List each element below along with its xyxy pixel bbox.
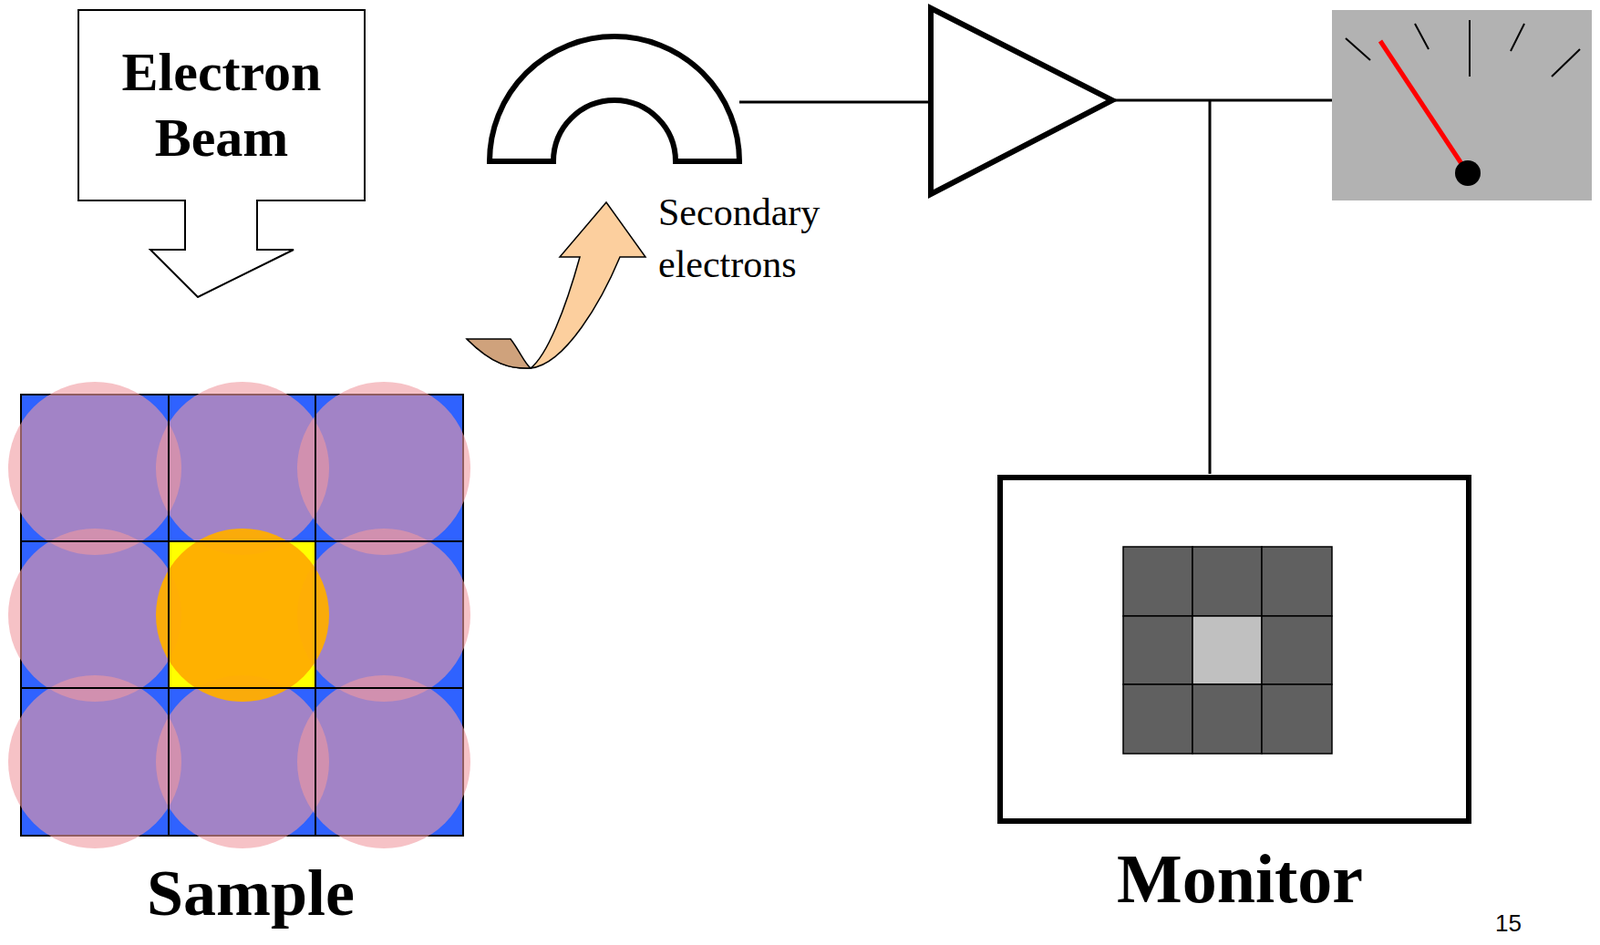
beam-arrow: Electron Beam bbox=[76, 8, 367, 299]
node-text: Monitor bbox=[1116, 837, 1363, 921]
monitor-label: Monitor bbox=[1011, 834, 1468, 926]
sample-grid bbox=[8, 381, 471, 849]
secondary-electron-arrow bbox=[466, 202, 646, 369]
meter bbox=[1331, 10, 1592, 201]
sample-label: Sample bbox=[9, 847, 493, 940]
signal-label: Secondary electrons bbox=[658, 186, 868, 290]
node-text: Electron Beam bbox=[83, 39, 360, 171]
signal-wires bbox=[739, 100, 1332, 475]
node-text: Sample bbox=[146, 854, 355, 933]
text-area: Monitor bbox=[1019, 834, 1461, 926]
detector bbox=[489, 36, 740, 162]
monitor-screen bbox=[1000, 477, 1469, 822]
text-area: Sample bbox=[16, 847, 486, 940]
amplifier-symbol bbox=[930, 8, 1113, 195]
text-area: Electron Beam bbox=[83, 8, 360, 201]
page-number: 15 bbox=[1495, 909, 1550, 939]
